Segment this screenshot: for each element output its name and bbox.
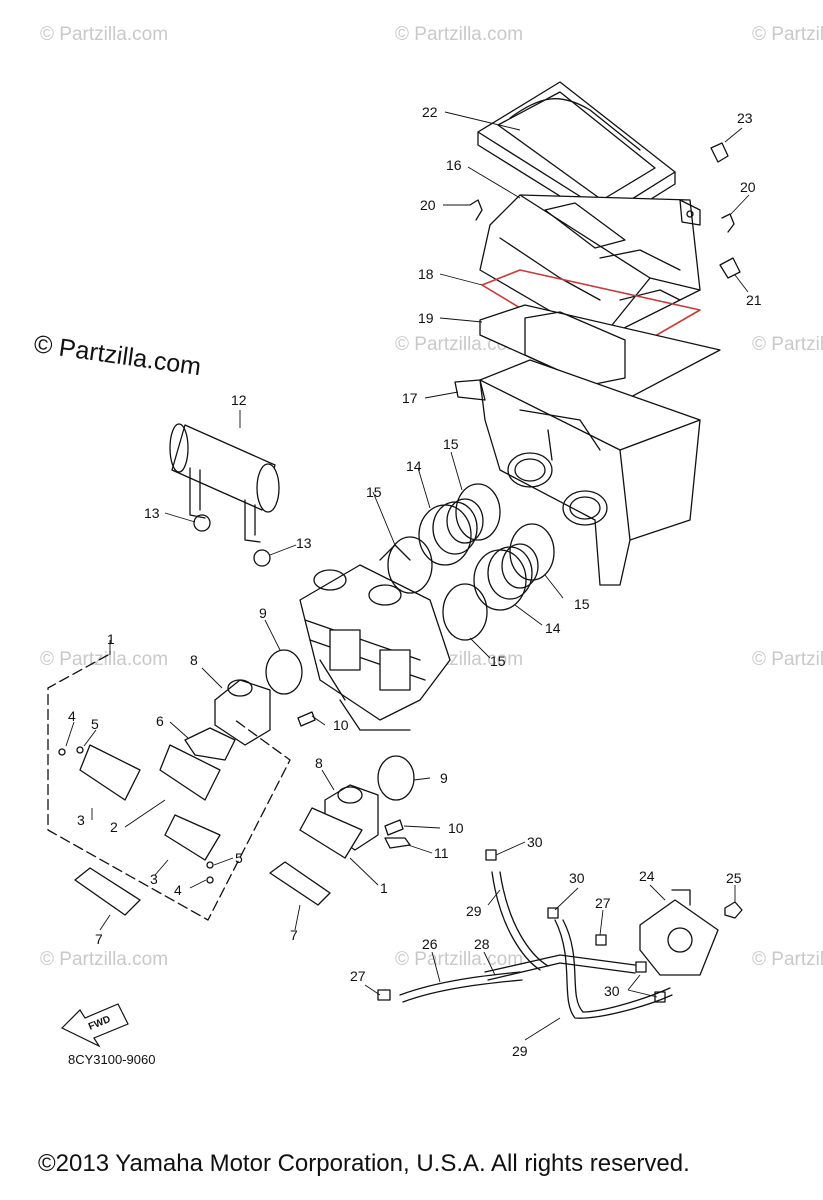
forward-arrow-icon: FWD bbox=[60, 1003, 129, 1048]
bolt bbox=[297, 711, 404, 836]
hose bbox=[399, 971, 521, 996]
callout-26: 26 bbox=[422, 936, 438, 952]
hose bbox=[491, 871, 541, 971]
callout-11: 11 bbox=[434, 845, 449, 861]
callout-15: 15 bbox=[490, 653, 506, 669]
hose bbox=[487, 962, 636, 981]
callout-3: 3 bbox=[77, 812, 85, 828]
carburetor-joint bbox=[418, 498, 484, 566]
watermark-text: © Partzilla.com bbox=[752, 649, 823, 670]
callout-4: 4 bbox=[68, 708, 76, 724]
fitting bbox=[384, 837, 411, 849]
callout-22: 22 bbox=[422, 104, 438, 120]
reed-valve-plate bbox=[164, 814, 221, 861]
callout-27: 27 bbox=[350, 968, 366, 984]
callout-13: 13 bbox=[296, 535, 312, 551]
carburetor-joint bbox=[473, 543, 539, 611]
callout-8: 8 bbox=[190, 652, 198, 668]
intake-manifold bbox=[214, 679, 379, 851]
callout-17: 17 bbox=[402, 390, 418, 406]
leader-lines bbox=[65, 111, 750, 1041]
callout-19: 19 bbox=[418, 310, 434, 326]
callout-4: 4 bbox=[174, 882, 182, 898]
screw bbox=[469, 142, 741, 279]
filter-element-plate bbox=[479, 304, 721, 401]
watermark-text: © Partzilla.com bbox=[40, 24, 168, 45]
hose bbox=[562, 919, 671, 1013]
hose bbox=[484, 954, 636, 973]
callout-9: 9 bbox=[259, 605, 267, 621]
callout-21: 21 bbox=[746, 292, 762, 308]
washer bbox=[58, 746, 214, 884]
hose-clamp bbox=[387, 483, 555, 641]
callout-14: 14 bbox=[406, 458, 422, 474]
callout-2: 2 bbox=[110, 819, 118, 835]
callout-12: 12 bbox=[231, 392, 247, 408]
callout-14: 14 bbox=[545, 620, 561, 636]
callout-29: 29 bbox=[512, 1043, 528, 1059]
reed-valve-assembly bbox=[299, 807, 363, 859]
callout-30: 30 bbox=[569, 870, 585, 886]
hose bbox=[402, 979, 523, 1003]
clamp bbox=[265, 649, 415, 801]
watermark-text: © Partzilla.com bbox=[395, 949, 523, 970]
callout-7: 7 bbox=[290, 927, 298, 943]
callout-23: 23 bbox=[737, 110, 753, 126]
callout-15: 15 bbox=[443, 436, 459, 452]
callout-10: 10 bbox=[333, 717, 349, 733]
callout-28: 28 bbox=[474, 936, 490, 952]
reed-valve bbox=[159, 744, 221, 801]
callout-18: 18 bbox=[418, 266, 434, 282]
callout-1: 1 bbox=[107, 631, 115, 647]
callout-27: 27 bbox=[595, 895, 611, 911]
callout-15: 15 bbox=[366, 484, 382, 500]
carburetor-assembly bbox=[299, 544, 451, 731]
spacer bbox=[184, 727, 236, 761]
callout-30: 30 bbox=[527, 834, 543, 850]
callout-20: 20 bbox=[740, 179, 756, 195]
callout-1: 1 bbox=[380, 880, 388, 896]
nut bbox=[724, 901, 743, 919]
watermark-text: © Partzilla.com bbox=[752, 949, 823, 970]
watermark-text: © Partzilla.com bbox=[40, 649, 168, 670]
hose bbox=[499, 871, 549, 967]
watermark-text: © Partzilla.com bbox=[395, 24, 523, 45]
callout-25: 25 bbox=[726, 870, 742, 886]
callout-30: 30 bbox=[604, 983, 620, 999]
callout-5: 5 bbox=[235, 850, 243, 866]
intake-silencer bbox=[169, 423, 280, 543]
reed-valve-plate bbox=[79, 744, 141, 801]
callout-7: 7 bbox=[95, 931, 103, 947]
callout-labels: 22 23 16 20 20 18 21 19 17 12 15 14 15 1… bbox=[68, 104, 762, 1059]
diagram-part-code: 8CY3100-9060 bbox=[68, 1052, 155, 1067]
callout-5: 5 bbox=[91, 716, 99, 732]
air-box-lower-case bbox=[454, 359, 701, 586]
callout-8: 8 bbox=[315, 755, 323, 771]
hose-clip bbox=[193, 514, 271, 567]
gasket bbox=[74, 867, 141, 916]
callout-3: 3 bbox=[150, 871, 158, 887]
callout-24: 24 bbox=[639, 868, 655, 884]
callout-20: 20 bbox=[420, 197, 436, 213]
watermark-text: © Partzilla.com bbox=[752, 334, 823, 355]
hose bbox=[554, 919, 673, 1019]
copyright-notice: ©2013 Yamaha Motor Corporation, U.S.A. A… bbox=[38, 1150, 690, 1177]
callout-16: 16 bbox=[446, 157, 462, 173]
callout-13: 13 bbox=[144, 505, 160, 521]
callout-9: 9 bbox=[440, 770, 448, 786]
watermark-text: © Partzilla.com bbox=[40, 949, 168, 970]
fuel-pump bbox=[639, 889, 719, 976]
hose-clip bbox=[377, 849, 666, 1003]
watermark-grid: © Partzilla.com © Partzilla.com © Partzi… bbox=[40, 24, 823, 970]
assembly-boundary bbox=[47, 654, 291, 921]
callout-29: 29 bbox=[466, 903, 482, 919]
callout-10: 10 bbox=[448, 820, 464, 836]
gasket bbox=[269, 861, 331, 906]
callout-15: 15 bbox=[574, 596, 590, 612]
callout-6: 6 bbox=[156, 713, 164, 729]
watermark-text: © Partzilla.com bbox=[752, 24, 823, 45]
